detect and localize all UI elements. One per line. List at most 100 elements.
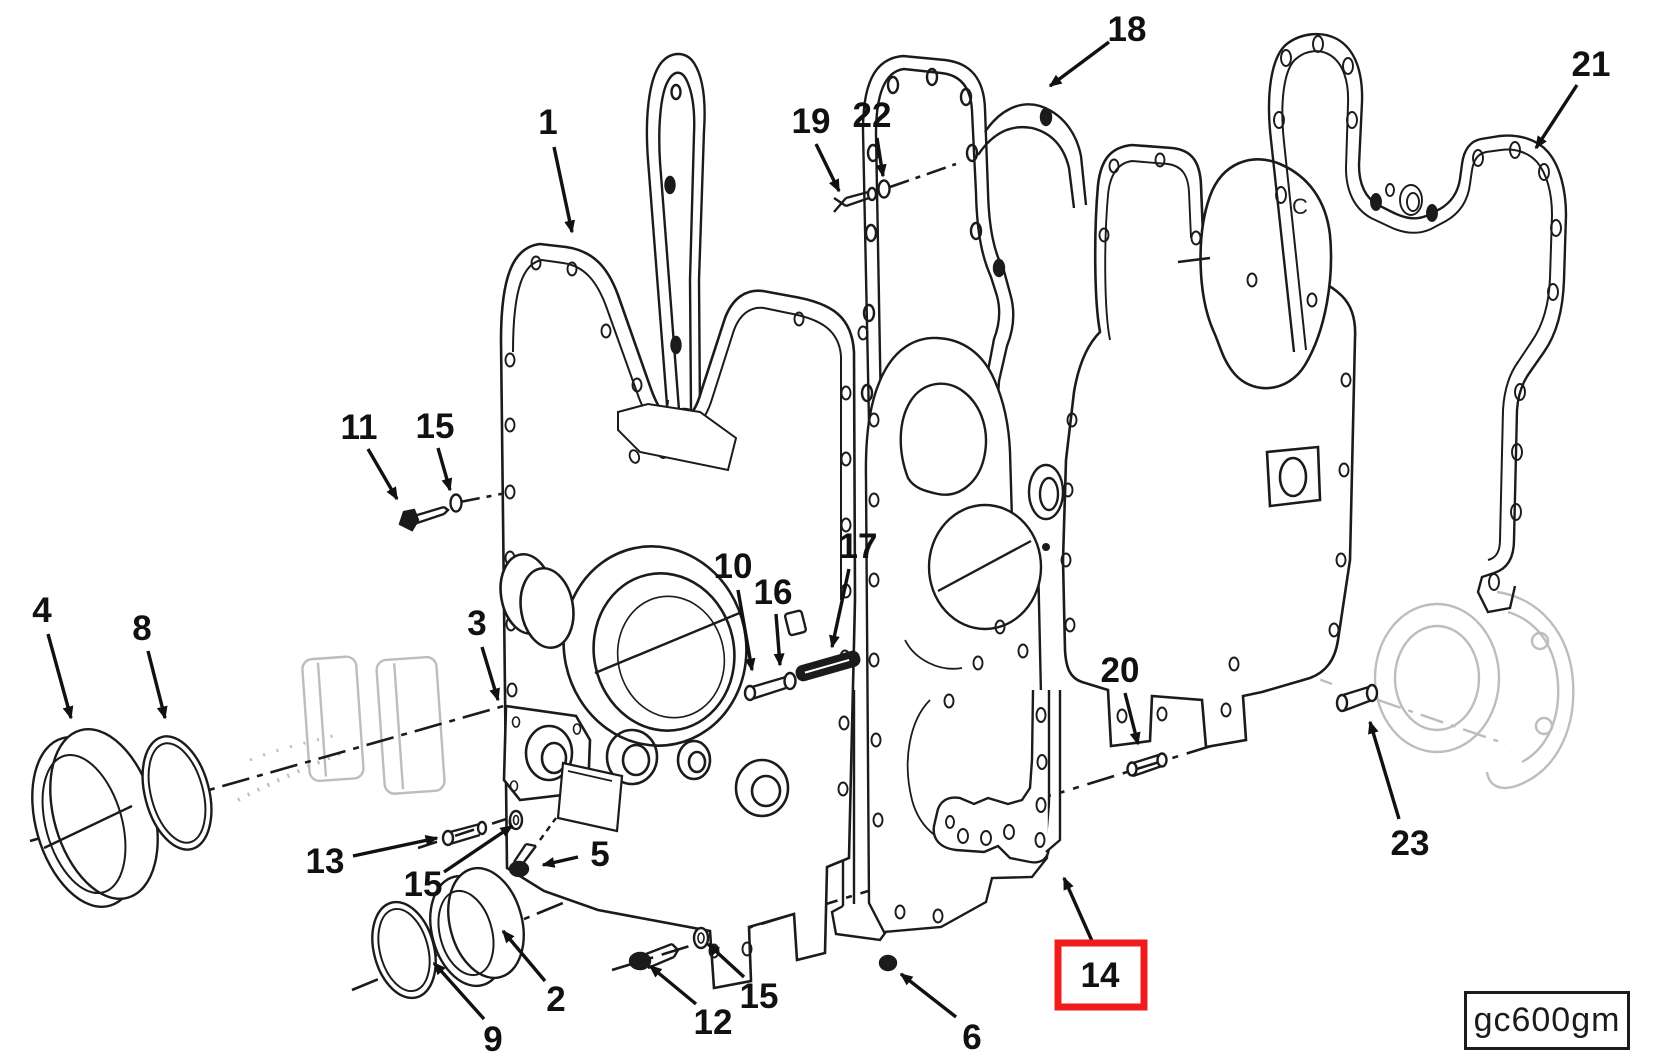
plug-6 xyxy=(878,954,898,972)
callout-number: 21 xyxy=(1572,45,1611,84)
callout-arrow xyxy=(1048,40,1111,88)
callout-number: 9 xyxy=(483,1020,502,1059)
callout-14: 14 xyxy=(1054,876,1148,1011)
bracket-block xyxy=(556,761,624,833)
callout-9: 9 xyxy=(432,961,503,1059)
gasket-14-part xyxy=(932,689,1062,864)
washer-15b-inner xyxy=(512,814,520,826)
callout-11: 11 xyxy=(341,408,399,501)
inline-marks: C xyxy=(1292,194,1308,219)
callout-arrow xyxy=(648,964,698,1006)
callout-number: 16 xyxy=(754,573,793,612)
callout-number: 22 xyxy=(853,96,892,135)
callout-arrow xyxy=(46,633,74,720)
callout-arrow xyxy=(443,824,514,874)
callout-4: 4 xyxy=(32,591,74,720)
callout-22: 22 xyxy=(853,96,892,178)
callout-arrow xyxy=(366,448,399,501)
callout-10: 10 xyxy=(714,547,756,672)
pin-23 xyxy=(1335,683,1379,713)
callout-number: 17 xyxy=(839,527,878,566)
block-16 xyxy=(784,609,807,637)
callout-18: 18 xyxy=(1048,10,1147,88)
ring-8 xyxy=(141,735,213,851)
cast-letter-mark: C xyxy=(1292,194,1308,219)
bolt-11 xyxy=(398,505,450,532)
callout-arrow xyxy=(480,646,500,702)
callout-number: 10 xyxy=(714,547,753,586)
washer-15c-inner xyxy=(697,932,705,944)
callout-2: 2 xyxy=(501,929,566,1019)
callout-number: 13 xyxy=(306,842,345,881)
callout-20: 20 xyxy=(1101,651,1141,746)
washer-15a xyxy=(449,493,463,513)
callout-5: 5 xyxy=(541,835,610,874)
callout-number: 23 xyxy=(1391,824,1430,863)
callout-number: 15 xyxy=(404,865,443,904)
bottom-openings xyxy=(605,728,790,818)
callout-arrow xyxy=(706,942,746,979)
callout-15b: 15 xyxy=(404,824,514,904)
callout-16: 16 xyxy=(754,573,793,667)
figure-code-box: gc600gm xyxy=(1464,991,1630,1050)
callout-21: 21 xyxy=(1534,45,1611,150)
callout-8: 8 xyxy=(132,609,168,720)
pin-20 xyxy=(1126,752,1168,778)
gasket-21 xyxy=(1267,32,1568,614)
callout-number: 15 xyxy=(740,977,779,1016)
small-parts xyxy=(31,179,1379,1000)
ghost-bracket-left xyxy=(301,655,446,795)
callout-arrow xyxy=(541,855,579,868)
bolt-12 xyxy=(628,942,680,971)
washer-22 xyxy=(877,179,891,199)
callout-arrow xyxy=(1534,84,1579,150)
dowel-10 xyxy=(743,671,797,702)
seal-spacer-boss xyxy=(499,552,575,650)
callout-arrow xyxy=(1368,720,1401,820)
washer-15c xyxy=(692,926,710,950)
callout-number: 15 xyxy=(416,407,455,446)
callout-number: 12 xyxy=(694,1003,733,1042)
bolt-5 xyxy=(508,817,557,878)
callout-number: 14 xyxy=(1081,956,1120,995)
callout-arrow xyxy=(146,650,168,720)
callout-arrow xyxy=(436,447,453,492)
callout-arrow xyxy=(773,613,785,667)
callout-arrow xyxy=(432,961,486,1021)
callout-15a: 15 xyxy=(416,407,455,492)
rear-cover-bolt-holes xyxy=(1060,152,1352,724)
callout-arrow xyxy=(501,929,547,983)
rear-cover xyxy=(1060,143,1357,749)
pin-19 xyxy=(833,186,878,213)
callout-arrow xyxy=(829,568,851,649)
highlight-box xyxy=(1054,939,1148,1011)
key-17 xyxy=(795,650,861,682)
figure-code-text: gc600gm xyxy=(1473,1001,1621,1039)
callout-number: 19 xyxy=(792,102,831,141)
ring-4 xyxy=(31,728,159,908)
callout-number: 4 xyxy=(32,591,52,630)
callout-number: 8 xyxy=(132,609,151,648)
ring-2 xyxy=(429,866,525,988)
callout-1: 1 xyxy=(538,103,575,234)
callout-6: 6 xyxy=(899,972,982,1057)
callout-number: 2 xyxy=(546,980,565,1019)
callout-23: 23 xyxy=(1368,720,1430,863)
callout-number: 18 xyxy=(1108,10,1147,49)
pin-13 xyxy=(441,820,488,847)
callout-number: 20 xyxy=(1101,651,1140,690)
callout-arrow xyxy=(1062,876,1098,951)
callout-number: 11 xyxy=(341,408,378,447)
front-cover-plate xyxy=(499,242,869,990)
callout-number: 5 xyxy=(590,835,609,874)
callout-arrow xyxy=(814,143,841,193)
washer-15b xyxy=(508,809,524,831)
callout-arrow xyxy=(899,972,958,1019)
inner-cover xyxy=(864,336,1065,934)
callout-number: 6 xyxy=(962,1018,981,1057)
callout-number: 3 xyxy=(467,604,486,643)
washer-16 xyxy=(783,671,797,691)
